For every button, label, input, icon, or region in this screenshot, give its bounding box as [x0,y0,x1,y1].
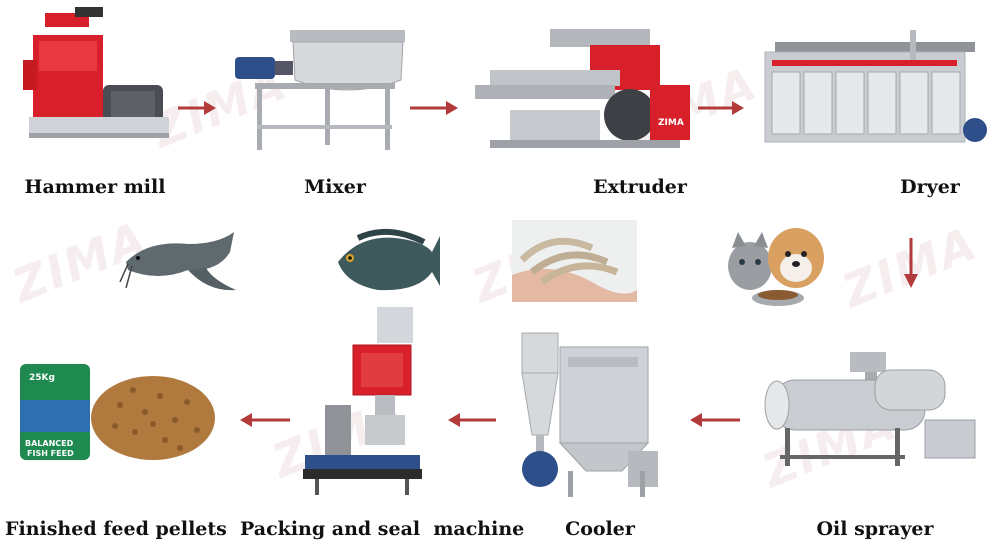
step-label-packing: Packing and seal machine [240,518,525,540]
mixer-image [235,30,405,150]
catfish-icon [119,232,236,291]
shrimp-icon [512,220,637,302]
svg-text:25Kg: 25Kg [29,373,55,383]
step-label-cooler: Cooler [565,518,635,540]
step-label-oil-sprayer: Oil sprayer [816,518,934,540]
arrow-left-icon [448,413,496,427]
step-label-mixer: Mixer [304,176,366,198]
svg-text:FISH FEED: FISH FEED [27,449,74,458]
step-label-finished-feed: Finished feed pellets [5,518,227,540]
arrow-left-icon [690,413,740,427]
arrow-right-icon [178,101,216,115]
packing-machine-image [303,307,422,495]
oil-sprayer-image [764,352,976,466]
arrow-right-icon [410,101,458,115]
extruder-image: ZIMA [475,29,690,148]
step-label-extruder: Extruder [593,176,687,198]
step-label-dryer: Dryer [900,176,960,198]
finished-feed-image: 25Kg BALANCED FISH FEED [20,364,215,460]
dryer-image [764,30,987,143]
step-label-hammer-mill: Hammer mill [24,176,166,198]
cooler-image [521,332,658,497]
hammer-mill-image [23,7,169,138]
svg-text:ZIMA: ZIMA [658,118,684,128]
cat-dog-icon [728,228,824,306]
tilapia-icon [338,228,440,291]
arrow-right-icon [698,101,744,115]
arrow-down-icon [904,238,918,288]
svg-text:BALANCED: BALANCED [25,439,74,448]
arrow-left-icon [240,413,290,427]
